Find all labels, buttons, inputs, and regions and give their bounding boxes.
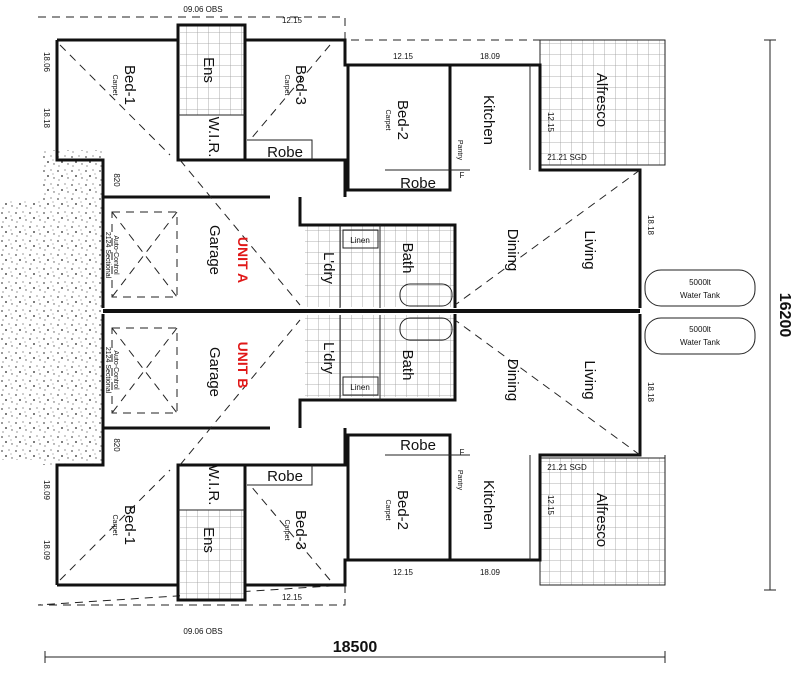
plan-annotation: Carpet bbox=[384, 109, 391, 130]
room-bed3: Bed-3 bbox=[292, 65, 309, 105]
room-bed2: Bed-2 bbox=[394, 490, 411, 530]
plan-annotation: Linen bbox=[350, 383, 370, 392]
plan-annotation: Carpet bbox=[283, 74, 290, 95]
plan-annotation: 18.18 bbox=[42, 108, 51, 129]
plan-annotation: Pantry bbox=[456, 140, 463, 161]
plan-annotation: 12.15 bbox=[393, 568, 414, 577]
plan-annotation: 12.15 bbox=[546, 112, 555, 133]
room-wir: W.I.R. bbox=[205, 117, 222, 158]
plan-annotation: 18.09 bbox=[42, 540, 51, 561]
room-garage: Garage bbox=[206, 347, 223, 397]
room-bath: Bath bbox=[399, 350, 416, 381]
room-bath: Bath bbox=[399, 243, 416, 274]
plan-annotation: 820 bbox=[112, 438, 121, 452]
room-kitchen: Kitchen bbox=[480, 480, 497, 530]
plan-annotation: Carpet bbox=[111, 74, 118, 95]
room-robe: Robe bbox=[267, 144, 303, 161]
room-ens: Ens bbox=[200, 57, 217, 83]
room-robe: Robe bbox=[400, 175, 436, 192]
room-wir: W.I.R. bbox=[205, 465, 222, 506]
room-living: Living bbox=[581, 230, 598, 269]
unit-a-labels: Bed-1 Carpet Ens W.I.R. Bed-3 Carpet Rob… bbox=[42, 5, 655, 285]
plan-annotation: 18.09 bbox=[480, 568, 501, 577]
plan-annotation: 21.21 SGD bbox=[547, 153, 587, 162]
plan-annotation: 16200 bbox=[776, 293, 793, 338]
plan-annotation: 09.06 OBS bbox=[183, 5, 222, 14]
plan-annotation: Auto-Control bbox=[112, 235, 119, 275]
plan-annotation: Carpet bbox=[111, 514, 118, 535]
plan-annotation: 18.18 bbox=[646, 215, 655, 236]
plan-annotation: Water Tank bbox=[680, 291, 721, 300]
water-tank-a: 5000lt Water Tank bbox=[644, 269, 756, 307]
plan-annotation: Water Tank bbox=[680, 338, 721, 347]
plan-annotation: Carpet bbox=[283, 519, 290, 540]
room-alfresco: Alfresco bbox=[593, 73, 610, 127]
plan-annotation: 12.15 bbox=[393, 52, 414, 61]
room-bed2: Bed-2 bbox=[394, 100, 411, 140]
room-robe: Robe bbox=[400, 437, 436, 454]
room-dining: Dining bbox=[504, 229, 521, 272]
overall-depth-dimension: 16200 bbox=[764, 39, 793, 591]
plan-annotation: Pantry bbox=[456, 470, 463, 491]
driveway bbox=[0, 150, 103, 465]
plan-annotation: 12.15 bbox=[282, 593, 303, 602]
room-bed1: Bed-1 bbox=[121, 505, 138, 545]
unit-a-walls bbox=[55, 23, 642, 308]
plan-annotation: 18500 bbox=[333, 639, 378, 656]
plan-annotation: 820 bbox=[112, 173, 121, 187]
plan-annotation: 12.15 bbox=[282, 16, 303, 25]
plan-annotation: 18.09 bbox=[480, 52, 501, 61]
room-ens: Ens bbox=[200, 527, 217, 553]
plan-annotation: 09.06 OBS bbox=[183, 627, 222, 636]
plan-annotation: F bbox=[460, 448, 465, 457]
room-living: Living bbox=[581, 360, 598, 399]
room-bed3: Bed-3 bbox=[292, 510, 309, 550]
plan-annotation: Auto-Control bbox=[112, 350, 119, 390]
unit-b-label: UNIT B bbox=[235, 342, 251, 389]
alfresco-a-area bbox=[540, 40, 665, 165]
unit-b-walls bbox=[55, 314, 642, 602]
room-laundry: L'dry bbox=[320, 342, 337, 375]
plan-annotation: 18.18 bbox=[646, 382, 655, 403]
room-garage: Garage bbox=[206, 225, 223, 275]
plan-annotation: 5000lt bbox=[689, 325, 712, 334]
room-kitchen: Kitchen bbox=[480, 95, 497, 145]
plan-annotation: 2124 Sectional bbox=[104, 232, 111, 279]
room-robe: Robe bbox=[267, 468, 303, 485]
plan-annotation: 18.09 bbox=[42, 480, 51, 501]
plan-annotation: 21.21 SGD bbox=[547, 463, 587, 472]
alfresco-b-area bbox=[540, 458, 665, 585]
plan-annotation: 12.15 bbox=[546, 495, 555, 516]
plan-annotation: Carpet bbox=[384, 499, 391, 520]
plan-annotation: Linen bbox=[350, 236, 370, 245]
plan-annotation: 2124 Sectional bbox=[104, 347, 111, 394]
room-laundry: L'dry bbox=[320, 252, 337, 285]
room-bed1: Bed-1 bbox=[121, 65, 138, 105]
overall-width-dimension: 18500 bbox=[44, 639, 666, 663]
unit-a-label: UNIT A bbox=[235, 237, 251, 283]
room-alfresco: Alfresco bbox=[593, 493, 610, 547]
unit-b-labels: Bed-1 Carpet Ens W.I.R. Bed-3 Carpet Rob… bbox=[42, 342, 655, 636]
water-tank-b: 5000lt Water Tank bbox=[644, 317, 756, 355]
plan-annotation: F bbox=[460, 171, 465, 180]
plan-annotation: 5000lt bbox=[689, 278, 712, 287]
plan-annotation: 18.06 bbox=[42, 52, 51, 73]
room-dining: Dining bbox=[504, 359, 521, 402]
